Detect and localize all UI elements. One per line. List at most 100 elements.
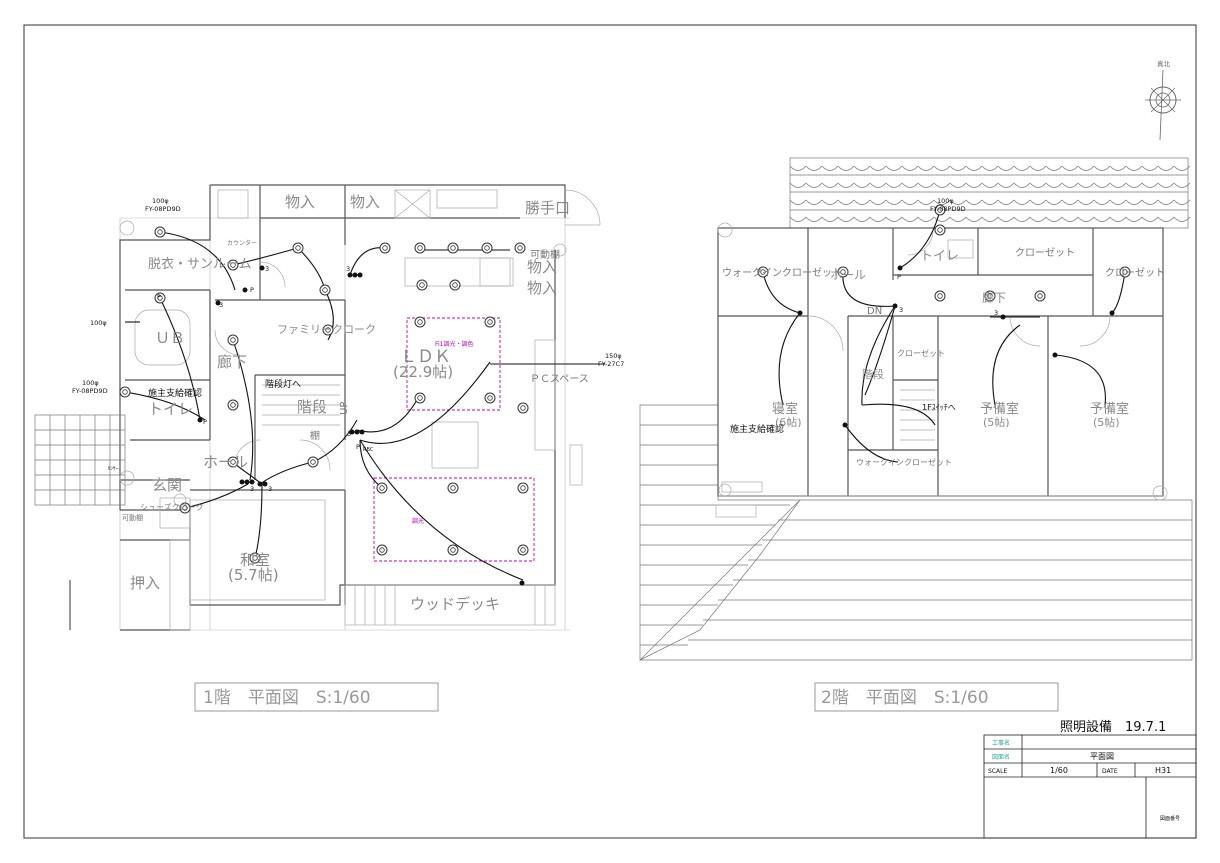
downlight-core-icon — [450, 245, 456, 251]
downlight-core-icon — [230, 337, 236, 343]
p-mark-2f: P — [897, 273, 901, 281]
roof-tile — [1029, 216, 1047, 222]
roof-tile — [853, 199, 871, 205]
room-shinshitsu-area: (6帖) — [775, 416, 802, 429]
room-washitsu-area: (5.7帖) — [228, 566, 279, 584]
room-monoire-2: 物入 — [350, 193, 380, 211]
downlight-core-icon — [520, 547, 526, 553]
roof-tile — [1061, 199, 1079, 205]
room-yobishitsu-2: 予備室 — [1090, 401, 1129, 417]
p-mark-4: P — [356, 443, 360, 451]
downlight-icon — [414, 316, 426, 328]
room-ldk-area: (22.9帖) — [393, 363, 453, 381]
roof-tile — [1173, 182, 1191, 188]
roof-tile — [917, 182, 935, 188]
downlight-core-icon — [517, 245, 523, 251]
roof-tile — [981, 165, 999, 171]
room-monoire-1: 物入 — [285, 193, 315, 211]
roof-tile — [1109, 165, 1127, 171]
roof-tile — [1141, 182, 1159, 188]
dimmer-label: 調光 — [412, 517, 424, 525]
duct-size-2f: 100φ — [937, 197, 954, 205]
date-label: DATE — [1102, 768, 1118, 775]
label-tana: 棚 — [310, 429, 320, 442]
roof-tile — [1125, 216, 1143, 222]
roof-tile — [1173, 199, 1191, 205]
number-label: 図面番号 — [1160, 815, 1180, 822]
room-closet-1: クローゼット — [1015, 247, 1075, 259]
downlight-icon — [484, 392, 496, 404]
duct3-model: FY-08PD9D — [72, 387, 108, 395]
downlight-icon — [227, 456, 239, 468]
switch-count-2f-2: 3 — [994, 309, 998, 317]
roof-tile — [1045, 165, 1063, 171]
roof-tile — [965, 165, 983, 171]
downlight-icon — [376, 544, 388, 556]
downlight-core-icon — [487, 395, 493, 401]
downlight-icon — [517, 482, 529, 494]
roof-tile — [1061, 182, 1079, 188]
room-katteguchi: 勝手口 — [525, 199, 570, 217]
roof-tile — [789, 216, 807, 222]
downlight-core-icon — [450, 547, 456, 553]
roof-tile — [853, 216, 871, 222]
downlight-core-icon — [487, 319, 493, 325]
downlight-icon — [934, 290, 946, 302]
roof-tile — [981, 182, 999, 188]
room-oshiire: 押入 — [130, 574, 160, 592]
roof-tile — [981, 199, 999, 205]
downlight-icon — [1034, 290, 1046, 302]
downlight-core-icon — [417, 319, 423, 325]
room-hall-2f: ホール — [830, 268, 866, 282]
roof-tile — [949, 182, 967, 188]
title-heading: 照明設備 19.7.1 — [1060, 719, 1166, 735]
roof-tile — [917, 216, 935, 222]
roof-tile — [1093, 182, 1111, 188]
downlight-core-icon — [1037, 293, 1043, 299]
roof-tile — [1125, 199, 1143, 205]
roof-tile — [837, 199, 855, 205]
downlight-core-icon — [325, 327, 331, 333]
downlight-icon — [837, 266, 849, 278]
roof-tile — [1157, 216, 1175, 222]
room-wic-1: ウォークインクローゼット — [722, 267, 842, 279]
roof-tile — [1029, 165, 1047, 171]
downlight-core-icon — [379, 547, 385, 553]
roof-tile — [869, 182, 887, 188]
roof-tile — [965, 182, 983, 188]
room-shinshitsu: 寝室 — [772, 401, 798, 417]
downlight-core-icon — [419, 282, 425, 288]
roof-tile — [805, 216, 823, 222]
roof-tile — [1173, 216, 1191, 222]
owner-supply-note-2f: 施主支給確認 — [730, 423, 784, 435]
room-family-closet: ファミリークローク — [277, 323, 376, 336]
label-kadoudana-2: 可動棚 — [122, 513, 143, 522]
date-value: H31 — [1155, 766, 1171, 775]
drawing-value: 平面図 — [1090, 752, 1114, 761]
downlight-core-icon — [937, 227, 943, 233]
roof-tile — [933, 165, 951, 171]
roof-tile — [837, 216, 855, 222]
ldk-dimmer-zone-1 — [406, 317, 501, 411]
downlight-icon — [292, 242, 304, 254]
downlight-icon — [227, 399, 239, 411]
room-ldk: ＬＤＫ — [400, 347, 451, 367]
downlight-icon — [154, 292, 166, 304]
roof-tile — [1109, 216, 1127, 222]
downlight-icon — [1119, 266, 1131, 278]
roof-tile — [1141, 165, 1159, 171]
downlight-core-icon — [379, 485, 385, 491]
room-washitsu: 和室 — [240, 551, 270, 569]
label-pc-space: ＰＣスペース — [530, 374, 589, 385]
downlight-icon — [934, 204, 946, 216]
downlight-icon — [414, 392, 426, 404]
roof-tile — [1157, 182, 1175, 188]
downlight-core-icon — [230, 262, 236, 268]
label-up: UP — [339, 402, 350, 415]
scale-label: SCALE — [988, 768, 1007, 775]
roof-tile — [949, 216, 967, 222]
roof-tile — [933, 216, 951, 222]
roof-tile — [981, 216, 999, 222]
roof-tile — [1045, 199, 1063, 205]
room-rouka-2f: 廊下 — [982, 290, 1006, 305]
